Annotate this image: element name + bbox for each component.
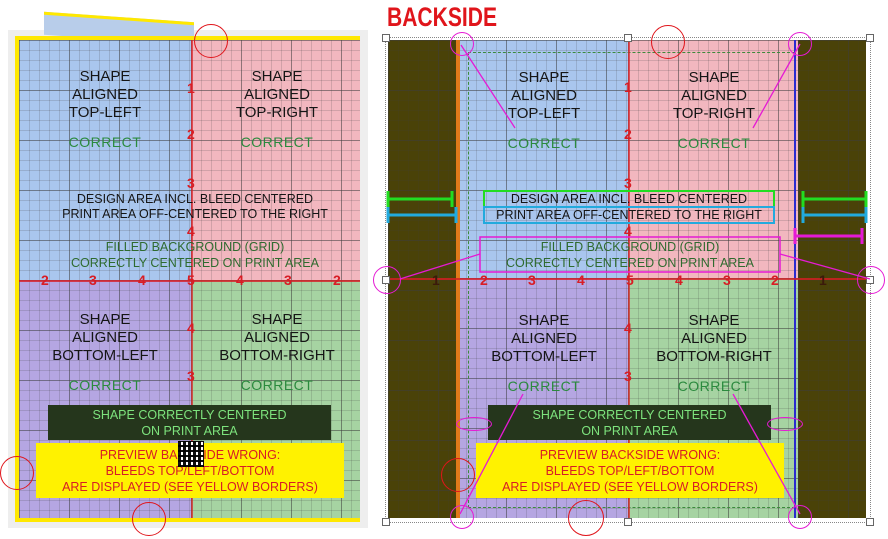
left-correct-bottom-right: CORRECT (240, 377, 314, 393)
left-shape-top-left-label: SHAPE ALIGNED TOP-LEFT (68, 68, 142, 121)
right-quadrant-top-left (456, 40, 628, 278)
right-hnum-2: 2 (480, 272, 488, 288)
right-vnum-6: 3 (624, 368, 632, 384)
left-hnum-3: 4 (138, 272, 146, 288)
left-preview-line-3: ARE DISPLAYED (SEE YELLOW BORDERS) (62, 480, 318, 494)
left-hnum-4: 5 (187, 272, 195, 288)
magenta-ellipse-left (456, 417, 492, 431)
right-correct-top-left: CORRECT (507, 135, 581, 151)
right-horizontal-axis (388, 278, 866, 280)
right-shape-centered-line-1: SHAPE CORRECTLY CENTERED (532, 408, 727, 422)
magenta-circle-mid-left (373, 266, 401, 294)
left-vertical-axis (191, 40, 193, 518)
left-vnum-2: 2 (187, 126, 195, 142)
right-quadrant-top-right (628, 40, 798, 278)
filled-bg-highlight-box (479, 236, 781, 273)
right-shape-bottom-left-label: SHAPE ALIGNED BOTTOM-LEFT (491, 312, 597, 365)
design-area-highlight-box (483, 190, 775, 208)
magenta-circle-bottom-right (788, 505, 812, 529)
right-vnum-1: 1 (624, 79, 632, 95)
left-preview-line-2: BLEEDS TOP/LEFT/BOTTOM (105, 464, 275, 478)
resize-handle-top-center[interactable] (624, 34, 632, 42)
left-hnum-2: 3 (89, 272, 97, 288)
left-vnum-3: 3 (187, 175, 195, 191)
left-annotation-circle-top (194, 24, 228, 58)
resize-handle-bottom-right[interactable] (866, 518, 874, 526)
right-annotation-circle-bottom (568, 500, 604, 536)
right-correct-bottom-left: CORRECT (507, 378, 581, 394)
print-area-highlight-box (483, 206, 775, 224)
right-print-area-line: PRINT AREA OFF-CENTERED TO THE RIGHT (496, 208, 762, 222)
right-preview-line-3: ARE DISPLAYED (SEE YELLOW BORDERS) (502, 480, 758, 494)
left-qr-code-icon (178, 441, 204, 467)
right-shape-centered-line-2: ON PRINT AREA (581, 424, 678, 438)
magenta-circle-top-right (788, 32, 812, 56)
left-shape-centered-line-1: SHAPE CORRECTLY CENTERED (92, 408, 287, 422)
right-preview-line-2: BLEEDS TOP/LEFT/BOTTOM (545, 464, 715, 478)
left-hnum-1: 2 (41, 272, 49, 288)
right-correct-bottom-right: CORRECT (677, 378, 751, 394)
left-correct-top-right: CORRECT (240, 134, 314, 150)
right-card (388, 40, 866, 518)
right-annotation-circle-top (651, 25, 685, 59)
left-shape-centered-box: SHAPE CORRECTLY CENTERED ON PRINT AREA (48, 405, 331, 440)
left-quadrant-top-left (19, 40, 191, 280)
right-shape-top-left-label: SHAPE ALIGNED TOP-LEFT (507, 69, 581, 122)
left-shape-bottom-left-label: SHAPE ALIGNED BOTTOM-LEFT (52, 311, 158, 364)
right-annotation-circle-left (441, 458, 475, 492)
right-preview-line-1: PREVIEW BACKSIDE WRONG: (539, 448, 721, 462)
left-shape-centered-line-2: ON PRINT AREA (141, 424, 238, 438)
left-shape-top-right-label: SHAPE ALIGNED TOP-RIGHT (235, 68, 319, 121)
left-filled-bg-line-1: FILLED BACKGROUND (GRID) (105, 240, 285, 254)
backside-title: BACKSIDE (387, 2, 497, 32)
right-hnum-6: 4 (675, 272, 683, 288)
right-hnum-5: 5 (626, 272, 634, 288)
right-hnum-3: 3 (528, 272, 536, 288)
right-filled-bg-line-1: FILLED BACKGROUND (GRID) (540, 240, 720, 254)
resize-handle-bottom-center[interactable] (624, 518, 632, 526)
left-vnum-4: 4 (187, 223, 195, 239)
right-vnum-5: 4 (624, 320, 632, 336)
left-horizontal-axis (19, 280, 360, 282)
left-design-area-line: DESIGN AREA INCL. BLEED CENTERED (76, 192, 314, 206)
left-preview-warning-box: PREVIEW BACKSIDE WRONG: BLEEDS TOP/LEFT/… (36, 443, 344, 498)
right-hnum-7: 3 (723, 272, 731, 288)
right-design-area-line: DESIGN AREA INCL. BLEED CENTERED (510, 192, 748, 206)
left-hnum-5: 4 (236, 272, 244, 288)
left-vnum-1: 1 (187, 80, 195, 96)
right-vnum-2: 2 (624, 126, 632, 142)
left-shape-bottom-right-label: SHAPE ALIGNED BOTTOM-RIGHT (219, 311, 335, 364)
magenta-circle-bottom-left (450, 505, 474, 529)
left-hnum-7: 2 (333, 272, 341, 288)
right-vnum-3: 3 (624, 175, 632, 191)
right-preview-warning-box: PREVIEW BACKSIDE WRONG: BLEEDS TOP/LEFT/… (476, 443, 784, 498)
right-correct-top-right: CORRECT (677, 135, 751, 151)
left-print-area-line: PRINT AREA OFF-CENTERED TO THE RIGHT (62, 207, 328, 221)
resize-handle-top-left[interactable] (382, 34, 390, 42)
left-filled-bg-line-2: CORRECTLY CENTERED ON PRINT AREA (71, 256, 319, 270)
magenta-circle-top-left (450, 32, 474, 56)
right-hnum-8: 2 (771, 272, 779, 288)
left-hnum-6: 3 (284, 272, 292, 288)
left-correct-bottom-left: CORRECT (68, 377, 142, 393)
resize-handle-bottom-left[interactable] (382, 518, 390, 526)
left-vnum-6: 3 (187, 368, 195, 384)
left-quadrant-top-right (191, 40, 360, 280)
magenta-circle-mid-right (857, 266, 885, 294)
right-vnum-4: 4 (624, 223, 632, 239)
right-filled-bg-line-2: CORRECTLY CENTERED ON PRINT AREA (506, 256, 754, 270)
right-hnum-1: 1 (432, 272, 440, 288)
left-correct-top-left: CORRECT (68, 134, 142, 150)
resize-handle-top-right[interactable] (866, 34, 874, 42)
right-hnum-9: 1 (819, 272, 827, 288)
right-shape-top-right-label: SHAPE ALIGNED TOP-RIGHT (672, 69, 756, 122)
magenta-ellipse-right (767, 417, 803, 431)
left-vnum-5: 4 (187, 320, 195, 336)
left-annotation-circle-bottom (132, 502, 166, 536)
left-annotation-circle-left (0, 456, 34, 490)
right-shape-bottom-right-label: SHAPE ALIGNED BOTTOM-RIGHT (656, 312, 772, 365)
right-shape-centered-box: SHAPE CORRECTLY CENTERED ON PRINT AREA (488, 405, 771, 440)
right-hnum-4: 4 (577, 272, 585, 288)
